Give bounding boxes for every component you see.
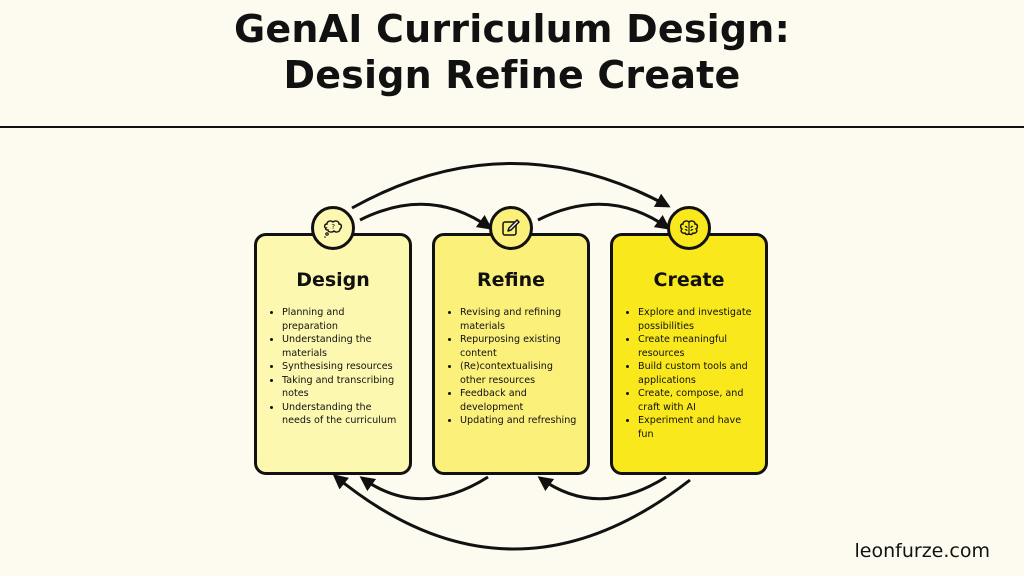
page-title: GenAI Curriculum Design: Design Refine C… xyxy=(0,6,1024,98)
brain-icon xyxy=(667,206,711,250)
list-item: (Re)contextualising other resources xyxy=(460,360,581,387)
svg-text:?: ? xyxy=(331,223,335,231)
list-item: Create meaningful resources xyxy=(638,333,759,360)
arrow-create-to-design xyxy=(332,474,691,551)
site-url: leonfurze.com xyxy=(854,540,990,562)
list-item: Taking and transcribing notes xyxy=(282,374,403,401)
arrow-refine-to-create xyxy=(537,202,671,230)
pencil-edit-icon xyxy=(489,206,533,250)
list-item: Synthesising resources xyxy=(282,360,403,374)
list-item: Revising and refining materials xyxy=(460,306,581,333)
stage-card-design: Design Planning and preparation Understa… xyxy=(254,233,412,475)
list-item: Experiment and have fun xyxy=(638,414,759,441)
title-divider xyxy=(0,126,1024,128)
list-item: Repurposing existing content xyxy=(460,333,581,360)
list-item: Create, compose, and craft with AI xyxy=(638,387,759,414)
list-item: Planning and preparation xyxy=(282,306,403,333)
stage-list-refine: Revising and refining materials Repurpos… xyxy=(445,306,581,428)
list-item: Understanding the needs of the curriculu… xyxy=(282,401,403,428)
title-line-2: Design Refine Create xyxy=(283,53,741,97)
arrow-refine-to-design xyxy=(359,475,489,501)
list-item: Build custom tools and applications xyxy=(638,360,759,387)
list-item: Understanding the materials xyxy=(282,333,403,360)
list-item: Feedback and development xyxy=(460,387,581,414)
thinking-bubble-icon: ? xyxy=(311,206,355,250)
stage-list-design: Planning and preparation Understanding t… xyxy=(267,306,403,428)
arrow-design-to-create xyxy=(351,162,671,210)
list-item: Explore and investigate possibilities xyxy=(638,306,759,333)
stage-title-refine: Refine xyxy=(476,269,545,291)
stage-card-refine: Refine Revising and refining materials R… xyxy=(432,233,590,475)
stage-list-create: Explore and investigate possibilities Cr… xyxy=(623,306,759,441)
stage-title-create: Create xyxy=(653,269,725,291)
arrow-create-to-refine xyxy=(537,475,667,501)
stage-card-create: Create Explore and investigate possibili… xyxy=(610,233,768,475)
list-item: Updating and refreshing xyxy=(460,414,581,428)
title-line-1: GenAI Curriculum Design: xyxy=(234,7,790,51)
arrow-design-to-refine xyxy=(359,202,493,230)
stage-title-design: Design xyxy=(296,269,370,291)
